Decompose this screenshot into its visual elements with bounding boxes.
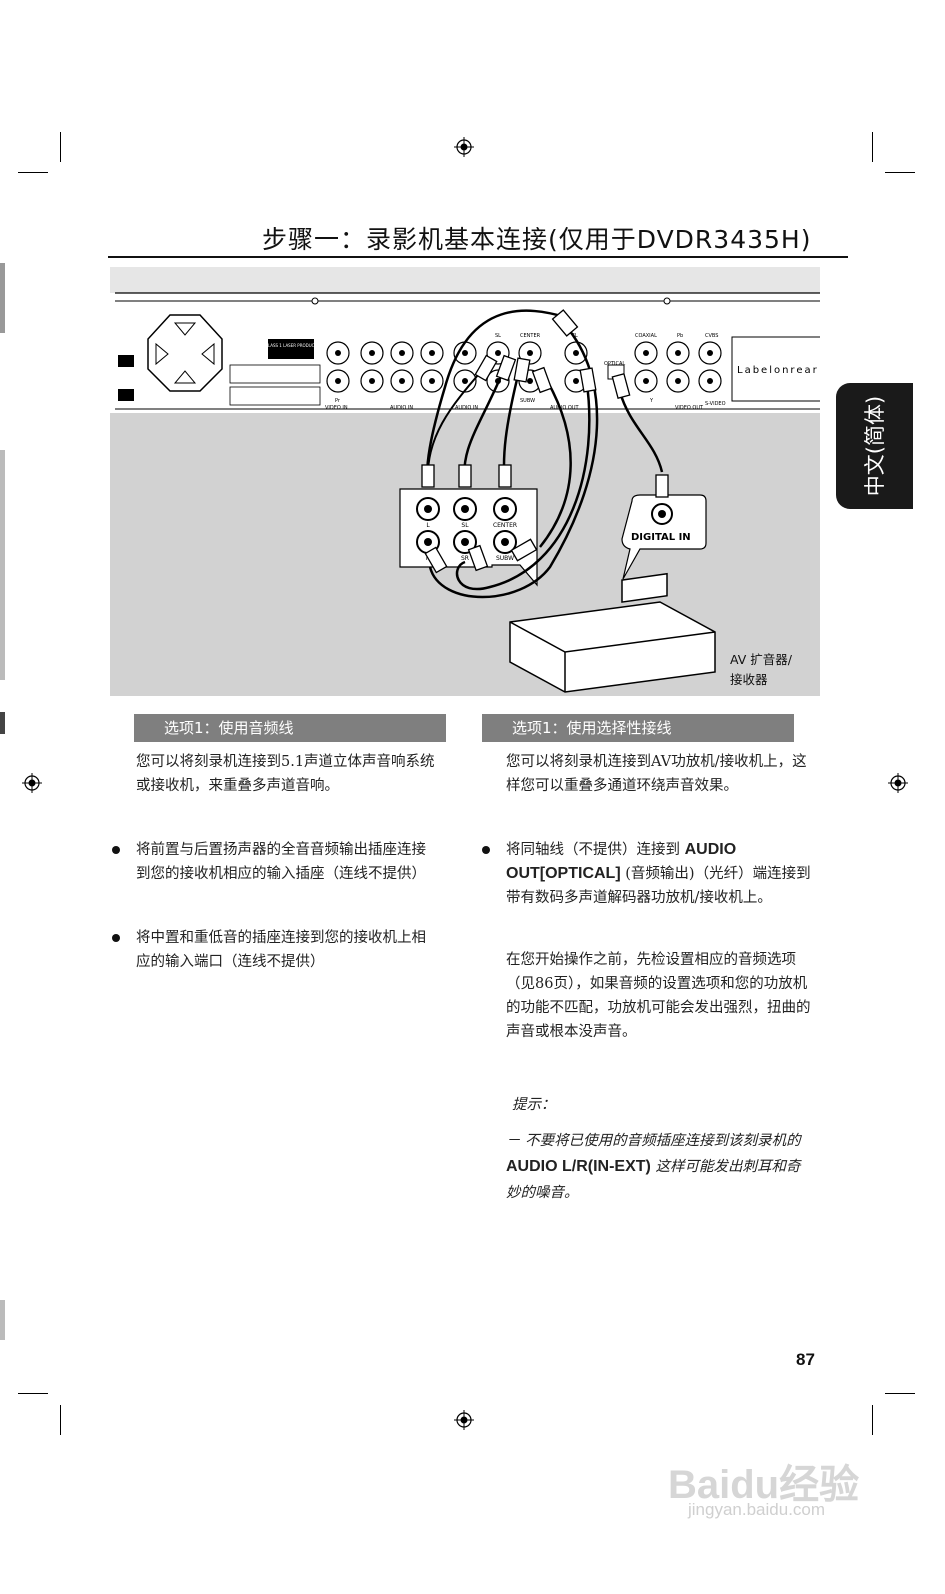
crop-mark [60, 132, 61, 162]
edge-mark [0, 712, 5, 734]
left-bullet-1: 将前置与后置扬声器的全音音频输出插座连接到您的接收机相应的输入插座（连线不提供） [136, 842, 426, 882]
laser-class-label [268, 339, 314, 359]
watermark-url: jingyan.baidu.com [688, 1500, 826, 1519]
laser-class-text: CLASS 1 LASER PRODUCT [265, 343, 317, 348]
tip-text: － 不要将已使用的音频插座连接到该刻录机的 AUDIO L/R(IN-EXT) … [506, 1133, 801, 1201]
svg-text:CENTER: CENTER [520, 333, 541, 339]
language-tab: 中文(简体) [836, 383, 913, 509]
title-rule [108, 256, 848, 258]
amplifier-label-line2: 接收器 [730, 672, 768, 687]
svg-text:Y: Y [649, 398, 654, 404]
svg-text:AUDIO IN: AUDIO IN [390, 405, 413, 411]
svg-text:S-VIDEO: S-VIDEO [705, 401, 726, 407]
jack-label: L [426, 522, 430, 529]
connection-diagram-svg: CLASS 1 LASER PRODUCT [110, 267, 820, 693]
svg-text:CVBS: CVBS [705, 333, 718, 339]
crop-mark [872, 132, 873, 162]
digital-in-callout [621, 494, 707, 580]
right-intro: 您可以将刻录机连接到AV功放机/接收机上，这样您可以重叠多通道环绕声音效果。 [506, 754, 807, 794]
amplifier-label-line1: AV 扩音器/ [730, 652, 792, 667]
jack-label: SUBW [496, 555, 514, 562]
svg-text:SUBW: SUBW [520, 398, 535, 404]
watermark-logo: Baidu经验 [668, 1463, 860, 1507]
fan-grille-icon [147, 314, 223, 392]
edge-mark [0, 450, 5, 680]
crop-mark [18, 172, 48, 173]
digital-in-label: DIGITAL IN [631, 532, 691, 543]
svg-text:SL: SL [495, 333, 501, 339]
crop-mark [18, 1393, 48, 1394]
crop-mark [60, 1405, 61, 1435]
svg-text:Pr: Pr [335, 398, 341, 404]
right-bullet-1: 将同轴线（不提供）连接到 AUDIO OUT[OPTICAL] (音频输出)（光… [506, 841, 811, 906]
jack-label: SL [461, 522, 469, 529]
option1-selective-header: 选项1：使用选择性接线 [482, 714, 794, 742]
language-tab-label: 中文(简体) [863, 395, 887, 497]
bullet-icon [112, 846, 120, 854]
left-intro: 您可以将刻录机连接到5.1声道立体声音响系统或接收机，来重叠多声道音响。 [136, 754, 435, 794]
svg-text:VIDEO IN: VIDEO IN [325, 405, 348, 411]
crop-mark [885, 1393, 915, 1394]
svg-text:VIDEO OUT: VIDEO OUT [675, 405, 704, 411]
left-bullet-2: 将中置和重低音的插座连接到您的接收机上相应的输入端口（连线不提供） [136, 930, 426, 970]
page-number: 87 [796, 1350, 815, 1369]
av-receiver-icon [509, 572, 716, 693]
jack-label: SR [461, 555, 469, 562]
right-note: 在您开始操作之前，先检设置相应的音频选项（见86页），如果音频的设置选项和您的功… [506, 952, 811, 1040]
edge-mark [0, 263, 5, 333]
svg-text:COAXIAL: COAXIAL [635, 333, 657, 339]
crop-mark [872, 1405, 873, 1435]
option1-audio-header: 选项1：使用音频线 [134, 714, 446, 742]
bullet-icon [112, 934, 120, 942]
bullet-icon [482, 846, 490, 854]
edge-mark [0, 1300, 5, 1340]
registration-mark-icon [454, 1410, 474, 1430]
amplifier-label: AV 扩音器/ 接收器 [730, 650, 792, 690]
label-on-rear-text: Labelonrear [737, 365, 819, 376]
registration-mark-icon [454, 137, 474, 157]
connection-diagram: CLASS 1 LASER PRODUCT [110, 267, 820, 696]
tip-title: 提示： [512, 1097, 556, 1113]
registration-mark-icon [22, 773, 42, 793]
crop-mark [885, 172, 915, 173]
jack-label: CENTER [493, 522, 517, 529]
page-title: 步骤一：录影机基本连接(仅用于DVDR3435H) [262, 225, 812, 254]
svg-text:AUDIO OUT: AUDIO OUT [550, 405, 580, 411]
svg-text:Pb: Pb [677, 333, 683, 339]
svg-text:AUDIO IN: AUDIO IN [455, 405, 478, 411]
svg-text:OPTICAL: OPTICAL [604, 361, 625, 367]
registration-mark-icon [888, 773, 908, 793]
